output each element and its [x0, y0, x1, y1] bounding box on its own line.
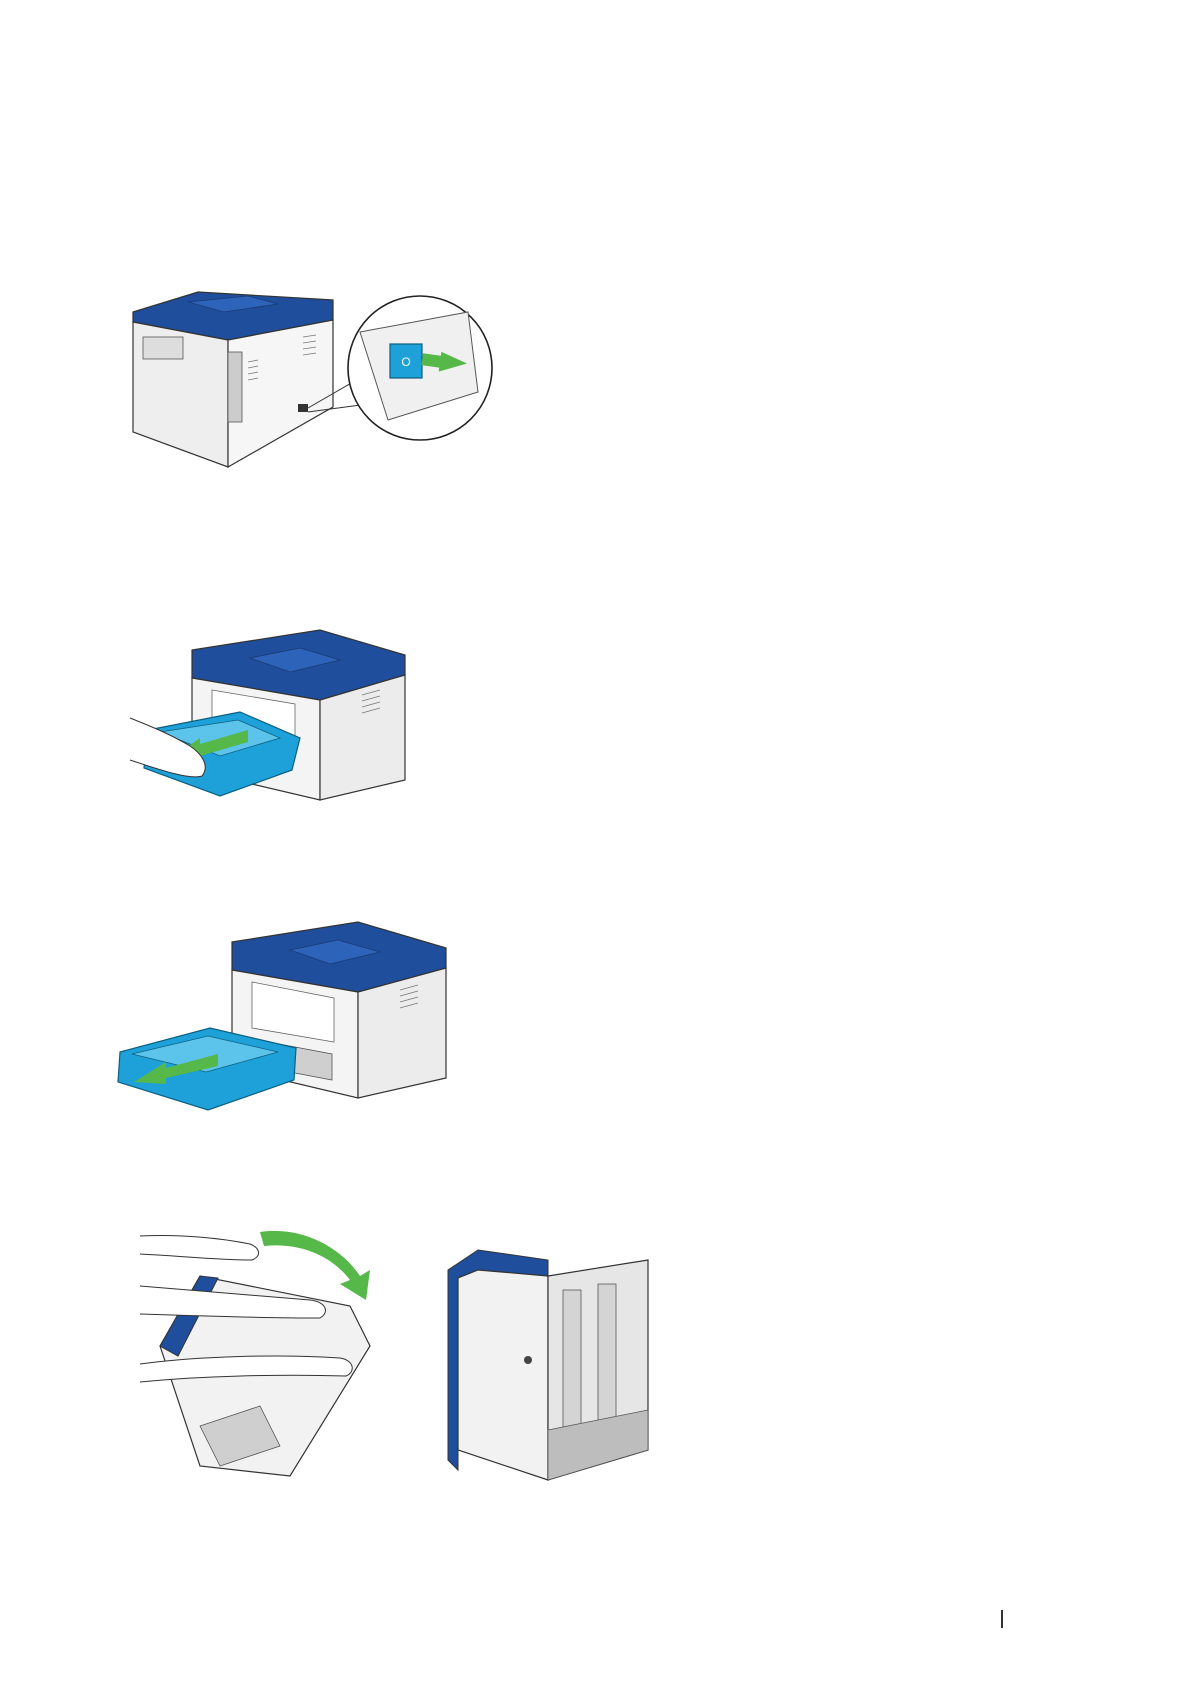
page-footer-rule — [1001, 1610, 1003, 1628]
printer-pull-out-tray-illustration — [130, 630, 440, 850]
printer-side-panel — [228, 320, 333, 467]
printer-tray-removed-illustration — [118, 920, 488, 1180]
printer-rear-power-switch-illustration: O — [128, 292, 524, 470]
rotate-arrow-icon — [260, 1231, 370, 1300]
printer-bottom-view-illustration — [448, 1250, 658, 1480]
power-switch-glyph: O — [401, 355, 410, 369]
printer-tilt-hands-illustration — [140, 1226, 390, 1486]
hand-icon — [140, 1235, 259, 1260]
printer-side-panel — [458, 1270, 548, 1480]
